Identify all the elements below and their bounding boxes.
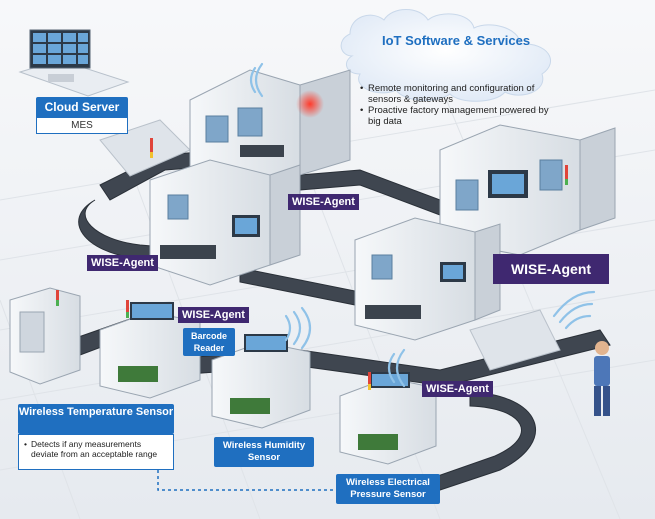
cloud-server-title: Cloud Server	[36, 97, 128, 117]
alert-light	[296, 90, 324, 118]
wireless-signal-icons	[249, 62, 596, 388]
iot-bullet: Proactive factory management powered by …	[360, 105, 560, 127]
sensor-connector-line	[157, 470, 338, 491]
pressure-sensor-label: Wireless Electrical Pressure Sensor	[336, 474, 440, 504]
machine-upper-right	[439, 124, 616, 256]
humidity-sensor-label: Wireless Humidity Sensor	[214, 437, 314, 467]
temperature-sensor-description: Detects if any measurements deviate from…	[18, 434, 174, 470]
iot-title: IoT Software & Services	[382, 33, 531, 48]
barcode-reader-label: Barcode Reader	[183, 328, 235, 356]
wise-agent-label: WISE-Agent	[288, 194, 359, 210]
machine-lower-left-cabinet	[9, 287, 81, 385]
wise-agent-label: WISE-Agent	[422, 381, 493, 397]
temperature-sensor-title: Wireless Temperature Sensor	[18, 404, 174, 434]
worker-figure	[594, 341, 610, 416]
conveyor-rails	[99, 119, 561, 371]
wise-agent-label: WISE-Agent	[178, 307, 249, 323]
pick-place-machines	[99, 302, 437, 465]
wise-agent-label: WISE-Agent	[493, 254, 609, 284]
machine-middle-right	[354, 217, 501, 341]
cloud-server-subtitle: MES	[36, 117, 128, 134]
monitor-wall-icon	[18, 29, 130, 97]
iot-bullet-list: Remote monitoring and configuration of s…	[360, 83, 560, 127]
iot-bullet: Remote monitoring and configuration of s…	[360, 83, 560, 105]
wise-agent-label: WISE-Agent	[87, 255, 158, 271]
signal-tower-lights	[56, 138, 568, 390]
